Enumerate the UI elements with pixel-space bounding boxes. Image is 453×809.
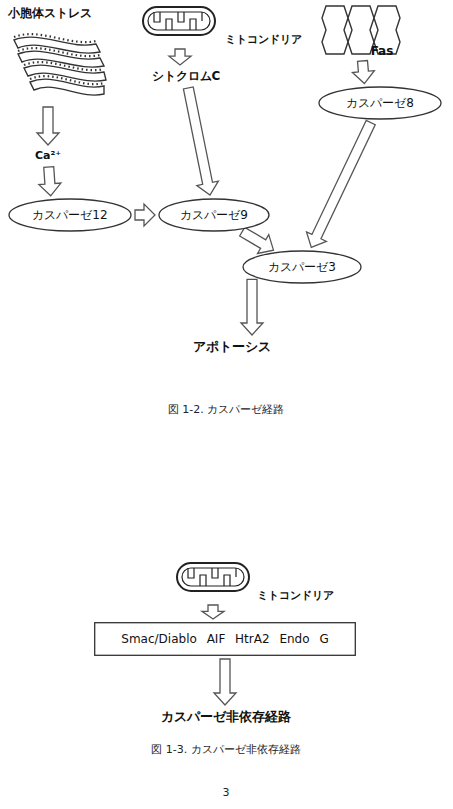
calcium-label: Ca²⁺ xyxy=(33,148,64,164)
ellipse-outline xyxy=(243,251,361,283)
apoptosis-label: アポトーシス xyxy=(191,338,273,356)
block-arrow xyxy=(352,61,374,84)
node-text: Smac/Diablo AIF HtrA2 Endo G xyxy=(121,632,328,646)
node-text: カスパーゼ3 xyxy=(268,260,336,274)
fas-label: Fas xyxy=(322,4,442,58)
node-text: カスパーゼ非依存経路 xyxy=(161,709,291,725)
ellipse-outline xyxy=(9,199,131,231)
factor-box: Smac/Diablo AIF HtrA2 Endo G xyxy=(94,622,356,656)
figure-caption: 図 1-2. カスパーゼ経路 xyxy=(168,402,284,417)
node-text: カスパーゼ9 xyxy=(180,208,248,222)
node-text: ミトコンドリア xyxy=(225,33,302,46)
block-arrow xyxy=(39,167,61,196)
node-text: アポトーシス xyxy=(193,339,271,355)
caspase-ellipse: カスパーゼ12 xyxy=(8,198,132,232)
page-number: 3 xyxy=(223,786,230,799)
mitochondria-label: ミトコンドリア xyxy=(174,558,334,602)
caspase-ellipse: カスパーゼ8 xyxy=(318,86,442,120)
mitochondrion-illustration xyxy=(177,563,249,591)
block-arrow xyxy=(135,204,155,226)
node-text: カスパーゼ12 xyxy=(32,208,107,222)
node-text: Fas xyxy=(371,44,394,58)
block-arrow xyxy=(202,605,224,619)
cytochrome-label: シトクロムC xyxy=(150,68,223,85)
mitochondrion-illustration xyxy=(143,7,215,35)
caspase-ellipse: カスパーゼ9 xyxy=(158,198,270,232)
figure-caption: 図 1-3. カスパーゼ非依存経路 xyxy=(151,742,300,757)
node-text: シトクロムC xyxy=(152,69,221,83)
ellipse-outline xyxy=(159,199,269,231)
block-arrow xyxy=(214,659,236,705)
block-arrow xyxy=(169,49,191,65)
node-text: カスパーゼ8 xyxy=(346,96,414,110)
block-arrow xyxy=(183,87,218,195)
node-text: Ca²⁺ xyxy=(35,149,61,162)
node-text: ミトコンドリア xyxy=(257,589,334,602)
block-arrow xyxy=(241,279,263,335)
caspase-ellipse: カスパーゼ3 xyxy=(242,250,362,284)
ellipse-outline xyxy=(319,87,441,119)
block-arrow xyxy=(240,227,274,253)
er-stress-label: 小胞体ストレス xyxy=(8,6,112,104)
node-text: 小胞体ストレス xyxy=(8,6,92,20)
block-arrow xyxy=(307,120,376,247)
box-outline xyxy=(95,623,356,656)
er-illustration xyxy=(14,34,106,95)
block-arrow xyxy=(37,107,59,145)
mitochondria-label: ミトコンドリア xyxy=(142,4,302,46)
pathway-label: カスパーゼ非依存経路 xyxy=(159,708,293,726)
